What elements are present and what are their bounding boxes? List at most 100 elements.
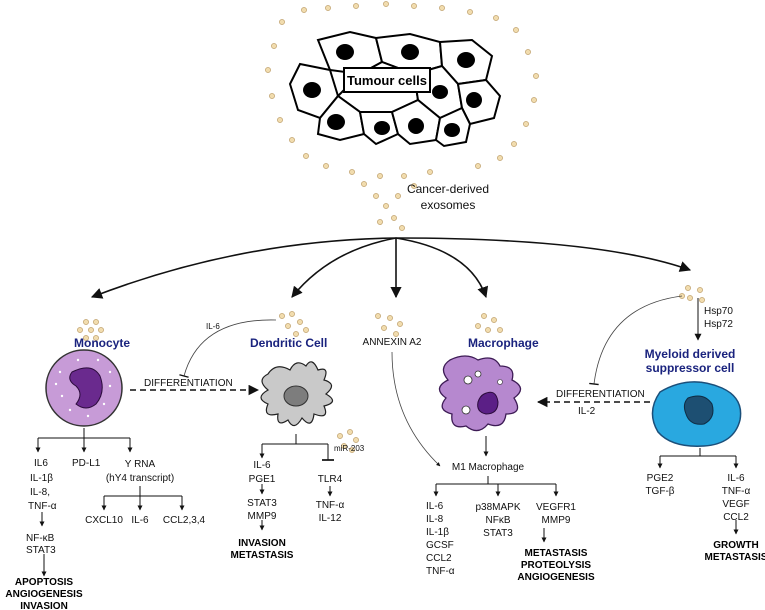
tumour-label: Tumour cells [347,73,427,88]
exosome-vesicle [399,225,405,231]
exosome-vesicle [289,137,295,143]
monocyte-outcome-2: ANGIOGENESIS [5,589,83,600]
monocyte-yrna: Y RNA [125,459,156,470]
exosome-vesicle [323,163,329,169]
exosome-vesicle [531,97,537,103]
monocyte-factor-4: TNF-α [28,501,57,512]
exosome-vesicle [687,295,693,301]
macrophage-title: Macrophage [468,336,539,350]
exosome-vesicle [511,141,517,147]
monocyte-cell [45,349,123,427]
exosome-vesicle [427,169,433,175]
exosome-vesicle [77,327,83,333]
monocyte-factor-2: IL-1β [30,473,53,484]
dendritic-factor-4: MMP9 [248,511,277,522]
macrophage-factor-4: GCSF [426,540,454,551]
mdsc-title-line2: suppressor cell [646,361,735,375]
macrophage-factor-2: IL-8 [426,514,444,525]
exosomes-label-line2: exosomes [421,198,476,212]
dendritic-tlr4: TLR4 [318,474,343,485]
dendritic-cell [260,361,334,427]
exosome-vesicle [393,331,399,337]
exosome-vesicle [491,317,497,323]
exosome-vesicle [411,183,417,189]
macrophage-factor-1: IL-6 [426,501,444,512]
exosome-vesicle [497,327,503,333]
macrophage-downstream-lines [433,476,559,543]
monocyte-factor-5: NF-κB [26,533,55,544]
dc-differentiation-label: DIFFERENTIATION [144,378,233,389]
exosome-vesicle [485,327,491,333]
exosome-vesicle [383,203,389,209]
exosome-vesicle [293,331,299,337]
exosome-vesicle [285,323,291,329]
dendritic-outcome-1: INVASION [238,538,286,549]
annexin-label: ANNEXIN A2 [363,337,422,348]
mdsc-factor-tnfa: TNF-α [722,486,751,497]
macrophage-outcome-1: METASTASIS [525,548,588,559]
exosome-vesicle [98,327,104,333]
exosome-vesicle [523,121,529,127]
monocyte-outcome-1: APOPTOSIS [15,577,73,588]
exosome-vesicle [303,153,309,159]
mdsc-hsp70: Hsp70 [704,306,733,317]
dendritic-downstream-lines [259,434,334,531]
exosome-vesicle [353,437,359,443]
monocyte-downstream-lines [35,428,185,577]
mdsc-factor-tgfb: TGF-β [645,486,674,497]
macrophage-factor-5: CCL2 [426,553,452,564]
monocyte-yrna-target-1: CXCL10 [85,515,123,526]
exosome-vesicle [697,287,703,293]
exosome-vesicle [525,49,531,55]
exosome-vesicle [493,15,499,21]
exosome-vesicle [93,335,99,341]
exosome-vesicle [279,19,285,25]
monocyte-yrna-target-3: CCL2,3,4 [163,515,206,526]
exosome-vesicle [387,315,393,321]
exosome-vesicle [513,27,519,33]
exosome-vesicle [685,285,691,291]
exosome-vesicle [497,155,503,161]
branch-arrows [90,237,692,299]
macrophage-mmp9: MMP9 [542,515,571,526]
tumour-cluster: Tumour cells [288,30,502,148]
mdsc-factor-pge2: PGE2 [647,473,674,484]
monocyte-outcome-3: INVASION [20,601,68,610]
exosome-vesicle [481,313,487,319]
exosome-vesicle [289,311,295,317]
exosomes-label-line1: Cancer-derived [407,182,489,196]
exosome-vesicle [297,319,303,325]
monocyte-yrna-sub: (hY4 transcript) [106,473,174,484]
dendritic-factor-3: STAT3 [247,498,277,509]
macrophage-factor-6: TNF-α [426,566,455,577]
exosome-vesicle [337,433,343,439]
exosome-vesicle [361,181,367,187]
exosome-vesicle [341,443,347,449]
exosome-vesicle [353,3,359,9]
mdsc-outcome-2: METASTASIS [705,552,765,563]
mdsc-downstream-lines [657,448,739,535]
macrophage-factor-3: IL-1β [426,527,449,538]
exosome-vesicle [375,313,381,319]
exosome-vesicle [83,335,89,341]
exosome-vesicle [88,327,94,333]
dendritic-factor-2: PGE1 [249,474,276,485]
exosome-vesicle [271,43,277,49]
m1-macrophage-label: M1 Macrophage [452,462,525,473]
mdsc-factor-il6: IL-6 [727,473,745,484]
exosome-vesicle [377,173,383,179]
mdsc-il2-label: IL-2 [578,406,596,417]
exosome-vesicle [265,67,271,73]
monocyte-yrna-target-2: IL-6 [131,515,149,526]
dendritic-mir: miR-203 [334,444,365,453]
exosome-vesicle [279,313,285,319]
exosome-vesicle [83,319,89,325]
exosome-vesicle [699,297,705,303]
exosome-vesicle [373,193,379,199]
tumour-label-box [343,67,431,93]
exosome-vesicle [475,323,481,329]
macrophage-signal-1: p38MAPK [475,502,520,513]
mdsc-outcome-1: GROWTH [713,540,759,551]
mdsc-factor-ccl2: CCL2 [723,512,749,523]
